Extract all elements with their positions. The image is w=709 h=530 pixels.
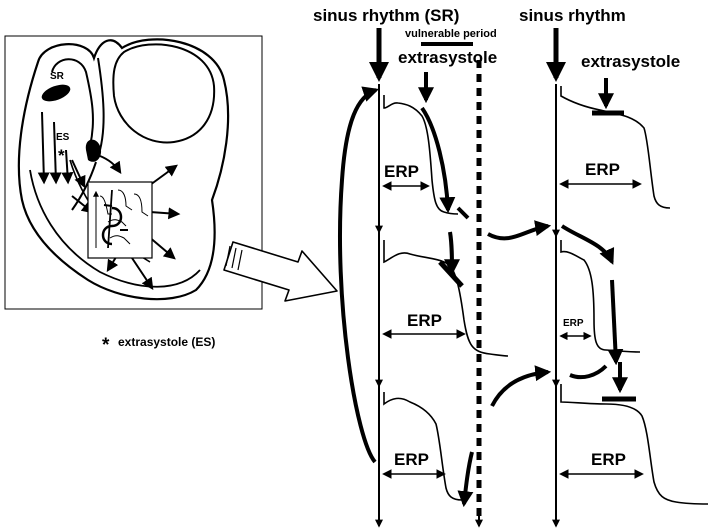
es-reentry-path-1 bbox=[420, 106, 456, 214]
heart-inset: SR ES * bbox=[4, 35, 263, 310]
legend-text: extrasystole (ES) bbox=[118, 335, 215, 349]
ap-trace-left-3 bbox=[383, 392, 463, 501]
legend-asterisk: * bbox=[102, 335, 110, 356]
left-column: ERP ERP ERP bbox=[338, 28, 509, 528]
es-reentry-path-3 bbox=[457, 451, 474, 508]
erp-label-right-3: ERP bbox=[591, 450, 626, 469]
erp-label-right-2: ERP bbox=[563, 318, 584, 329]
heart-atrium-contour bbox=[51, 58, 94, 147]
es-path-right-4 bbox=[569, 364, 608, 380]
title-sinus-rhythm: sinus rhythm bbox=[519, 6, 626, 25]
vulnerable-period-bar bbox=[421, 42, 473, 46]
heart-label-sr: SR bbox=[50, 71, 65, 82]
extrasystole-label-right: extrasystole bbox=[581, 52, 680, 71]
heart-zoom-mini-circuit bbox=[93, 189, 149, 249]
heart-right-chamber bbox=[112, 43, 216, 144]
es-block-bar-left bbox=[438, 260, 464, 288]
right-column: ERP ERP ERP bbox=[546, 28, 709, 528]
es-reentry-dash bbox=[456, 206, 470, 220]
ap-trace-right-1 bbox=[560, 86, 671, 209]
erp-label-left-1: ERP bbox=[384, 162, 419, 181]
vulnerable-period-label: vulnerable period bbox=[405, 28, 497, 40]
heart-septum-contour bbox=[97, 57, 105, 151]
heart-outline bbox=[17, 38, 230, 301]
erp-label-right-1: ERP bbox=[585, 160, 620, 179]
es-reentry-path-2 bbox=[443, 231, 460, 276]
erp-label-left-3: ERP bbox=[394, 450, 429, 469]
ap-trace-right-3 bbox=[560, 384, 709, 505]
ap-trace-right-2 bbox=[560, 240, 641, 353]
erp-label-left-2: ERP bbox=[407, 311, 442, 330]
zoom-hollow-arrow bbox=[223, 241, 338, 302]
heart-inner-ventricle bbox=[29, 169, 201, 288]
sinus-node-blob bbox=[41, 84, 71, 102]
cross-reentry-path-upper bbox=[487, 220, 552, 241]
es-path-right-2 bbox=[607, 279, 624, 366]
zoom-arrow-stripes bbox=[225, 245, 243, 271]
cross-reentry-path-lower bbox=[490, 365, 552, 407]
title-sinus-rhythm-sr: sinus rhythm (SR) bbox=[313, 6, 459, 25]
heart-label-es: ES bbox=[56, 132, 70, 143]
reentry-loop-arrow bbox=[338, 86, 380, 464]
av-node-blob bbox=[85, 139, 102, 162]
heart-es-asterisk: * bbox=[58, 146, 65, 165]
es-path-right-1 bbox=[560, 224, 615, 265]
ap-trace-left-2 bbox=[383, 240, 509, 357]
extrasystole-label-left: extrasystole bbox=[398, 48, 497, 67]
